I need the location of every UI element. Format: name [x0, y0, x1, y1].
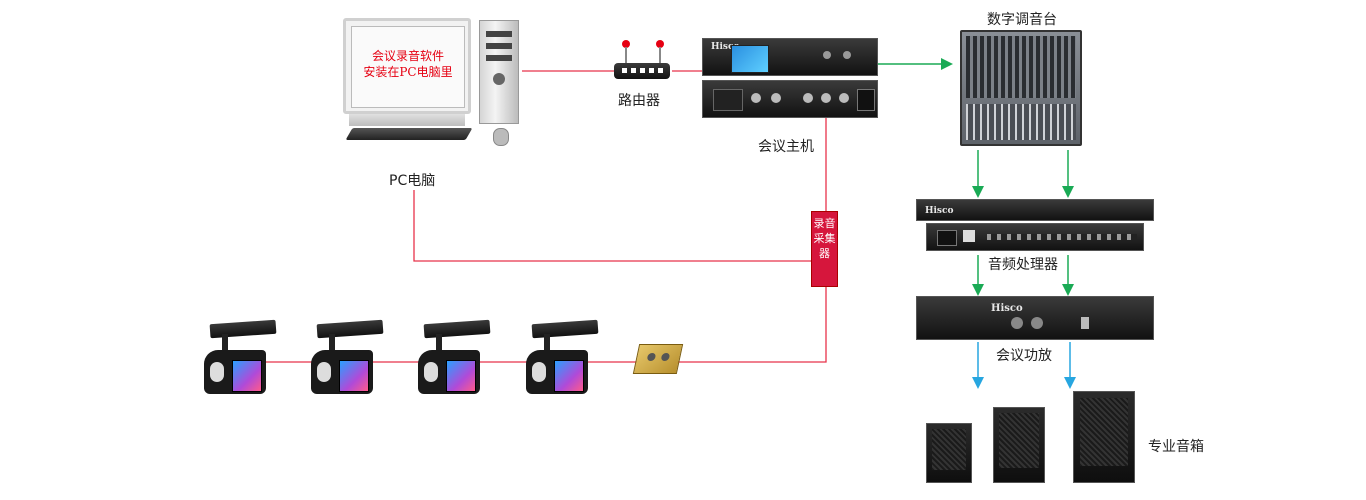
recording-collector: 录音采集器 [811, 211, 838, 287]
pc-collector-line [413, 190, 811, 262]
conference-amplifier: Hisco [916, 296, 1154, 340]
host-brand: Hisco [711, 42, 740, 52]
pc-screen-text-1: 会议录音软件 [371, 49, 444, 63]
collector-mic-line [205, 287, 827, 363]
floor-socket-box [632, 344, 684, 374]
amplifier-brand: Hisco [991, 303, 1023, 314]
digital-mixer [960, 30, 1082, 146]
microphone-unit [526, 319, 600, 396]
label-host: 会议主机 [758, 139, 814, 155]
microphone-unit [204, 319, 278, 396]
pc-monitor: 会议录音软件 安装在PC电脑里 [343, 18, 471, 114]
router [612, 38, 672, 83]
audio-processor-front: Hisco [916, 199, 1154, 221]
router-body [614, 63, 670, 79]
label-pc: PC电脑 [389, 173, 436, 189]
host-display [731, 45, 769, 73]
label-router: 路由器 [618, 93, 660, 109]
pc-tower [479, 20, 519, 124]
microphone-unit [418, 319, 492, 396]
router-antenna-left [622, 40, 630, 48]
label-mixer: 数字调音台 [987, 12, 1057, 28]
speaker-large [1073, 391, 1135, 483]
processor-brand: Hisco [925, 206, 954, 216]
speaker-medium [993, 407, 1045, 483]
label-processor: 音频处理器 [988, 257, 1058, 273]
speaker-small [926, 423, 972, 483]
pc-keyboard [345, 128, 473, 140]
label-speakers: 专业音箱 [1148, 439, 1204, 455]
label-amplifier: 会议功放 [996, 348, 1052, 364]
microphone-unit [311, 319, 385, 396]
pc-mouse [493, 128, 509, 146]
label-collector: 录音采集器 [813, 217, 836, 260]
conference-host-front: Hisco [702, 38, 878, 76]
conference-host-rear [702, 80, 878, 118]
pc-computer: 会议录音软件 安装在PC电脑里 [343, 18, 523, 168]
pc-monitor-base [349, 114, 465, 126]
router-antenna-right [656, 40, 664, 48]
audio-processor-rear [926, 223, 1144, 251]
pc-screen-text-2: 安装在PC电脑里 [363, 65, 453, 79]
pc-screen: 会议录音软件 安装在PC电脑里 [351, 26, 465, 108]
